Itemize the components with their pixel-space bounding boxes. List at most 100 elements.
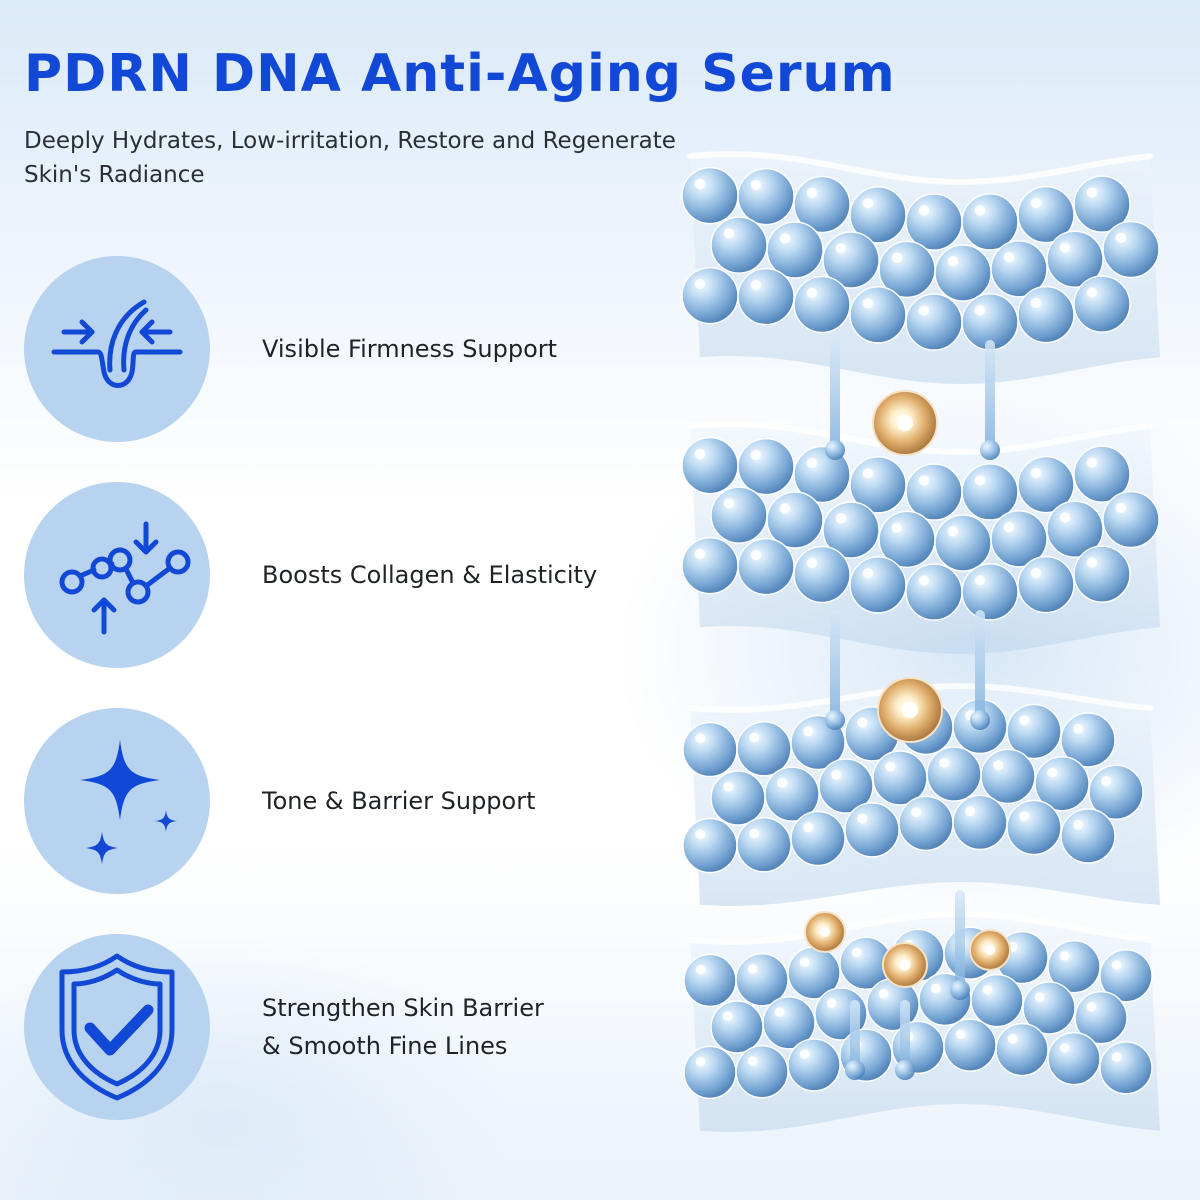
bubble [1102, 490, 1160, 549]
bubble-highlight [974, 475, 986, 486]
bubble-highlight [1030, 197, 1042, 209]
bubble-highlight [1111, 1052, 1122, 1062]
bubble-highlight [1073, 723, 1084, 734]
bubble [1006, 799, 1062, 856]
page-subtitle: Deeply Hydrates, Low-irritation, Restore… [24, 128, 676, 188]
bubble-highlight [806, 557, 818, 569]
bubble-highlight [911, 807, 922, 818]
serum-drip [830, 340, 840, 450]
bubble-highlight [918, 205, 930, 216]
bubble [995, 1022, 1049, 1077]
bubble-highlight [835, 513, 847, 524]
skin-layer-sheen [687, 151, 1153, 185]
golden-sphere-glow [820, 927, 830, 937]
bubble-highlight [955, 1029, 966, 1040]
serum-drip [830, 610, 840, 720]
bubble-highlight [939, 757, 950, 768]
bubble-highlight [918, 305, 930, 316]
bubble-highlight [982, 984, 993, 995]
collagen-molecule-icon [24, 482, 210, 668]
bubble-highlight [694, 178, 706, 190]
serum-droplet [825, 710, 845, 730]
bubble [926, 746, 982, 802]
feature-label-collagen: Boosts Collagen & Elasticity [262, 561, 598, 589]
bubble-highlight [965, 806, 976, 817]
bubble [1073, 275, 1131, 333]
bubble [905, 293, 963, 351]
bubble [682, 721, 738, 778]
bubble [1017, 555, 1075, 614]
bubble-highlight [747, 964, 758, 974]
serum-droplet [980, 440, 1000, 460]
bubble-highlight [806, 187, 818, 199]
skin-layers-graphic [681, 151, 1160, 1132]
bubble [737, 267, 795, 326]
bubble-highlight [1047, 767, 1058, 778]
bubble [682, 817, 738, 874]
bubble-highlight [723, 498, 735, 509]
bubble-highlight [826, 998, 837, 1009]
bubble-highlight [1030, 567, 1042, 579]
bubble [1073, 545, 1131, 603]
bubble-highlight [974, 205, 986, 216]
feature-item-barrier: Strengthen Skin Barrier & Smooth Fine Li… [24, 934, 664, 1120]
bubble [681, 436, 739, 495]
bubble [683, 1045, 737, 1100]
bubble-highlight [1003, 522, 1015, 533]
golden-sphere-glow [985, 945, 995, 955]
bubble-highlight [779, 233, 791, 244]
bubble [970, 973, 1024, 1028]
bubble-highlight [749, 732, 760, 743]
bubble [1102, 220, 1160, 279]
shield-check-icon [24, 934, 210, 1120]
bubble-highlight [694, 278, 706, 290]
bubble [905, 563, 963, 621]
bubble [683, 953, 737, 1008]
serum-drip [900, 1000, 910, 1070]
bubble-highlight [878, 988, 889, 999]
bubble [1047, 1031, 1101, 1086]
page-title: PDRN DNA Anti-Aging Serum [24, 44, 896, 104]
bubble-highlight [774, 1007, 785, 1017]
bubble [737, 437, 795, 496]
bubble [844, 802, 900, 858]
bubble-highlight [1019, 811, 1030, 822]
bubble [849, 286, 907, 344]
bubble [943, 1018, 997, 1072]
bubble-highlight [857, 717, 868, 728]
bubble-highlight [750, 279, 762, 291]
bubble-highlight [723, 781, 734, 792]
bubble-highlight [885, 761, 896, 772]
bubble-highlight [1030, 467, 1042, 479]
bubble-highlight [947, 256, 959, 267]
bubble-highlight [857, 813, 868, 824]
bubble-highlight [1059, 242, 1071, 253]
bubble-highlight [1073, 819, 1084, 830]
bubble-highlight [723, 228, 735, 239]
bubble [787, 1038, 841, 1092]
bubble-highlight [799, 957, 810, 967]
skin-layer-illustration [660, 150, 1190, 1184]
bubble-highlight [694, 548, 706, 560]
bubble [1060, 808, 1116, 864]
firmness-icon [24, 256, 210, 442]
bubble-highlight [1086, 557, 1098, 568]
bubble-highlight [777, 777, 788, 788]
bubble-highlight [806, 287, 818, 299]
bubble [681, 266, 739, 325]
bubble-highlight [1003, 252, 1015, 263]
bubble [961, 563, 1019, 621]
bubble [961, 463, 1019, 521]
bubble-highlight [1019, 715, 1030, 726]
bubble [898, 795, 954, 852]
serum-drip [850, 1000, 860, 1070]
bubble [793, 545, 851, 604]
serum-drip [955, 890, 965, 990]
bubble [681, 166, 739, 225]
feature-item-tone: Tone & Barrier Support [24, 708, 664, 894]
bubble-highlight [695, 733, 706, 744]
bubble-highlight [1086, 287, 1098, 298]
bubble-highlight [799, 1049, 810, 1059]
bubble-highlight [750, 449, 762, 461]
bubble-highlight [750, 179, 762, 191]
